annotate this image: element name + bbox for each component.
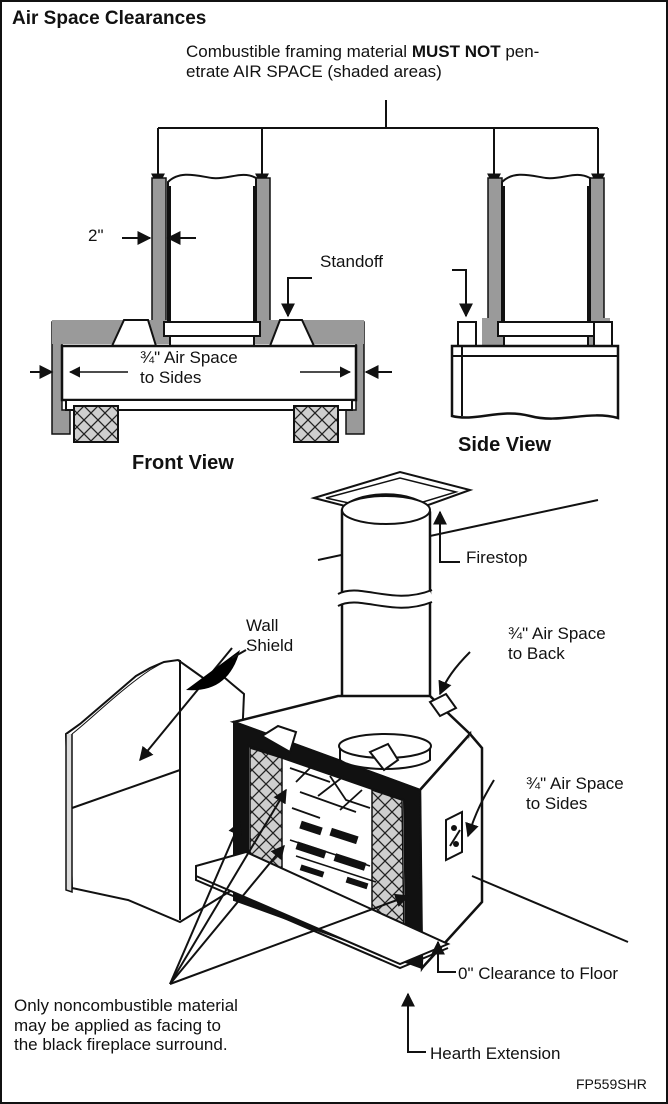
hearth-extension-label: Hearth Extension (430, 1044, 561, 1063)
wall-shield-label: Wall Shield (246, 616, 293, 655)
firestop-label: Firestop (466, 548, 528, 567)
front-view-diagram (30, 173, 392, 443)
framing-note-line-1: Combustible framing material MUST NOT pe… (186, 42, 539, 62)
air-space-sides-line-1: ¾" Air Space (526, 774, 624, 793)
framing-note-part-2: pen- (500, 42, 540, 61)
framing-note-part-1: Combustible framing material (186, 42, 412, 61)
framing-note-line-2: etrate AIR SPACE (shaded areas) (186, 61, 442, 81)
wall-shield-line-2: Shield (246, 635, 294, 655)
front-air-space-line-2: to Sides (140, 367, 202, 387)
facing-note-line-2: may be applied as facing to (14, 1015, 221, 1035)
side-view-diagram (450, 173, 620, 420)
dimension-2in-label: 2" (88, 226, 104, 245)
facing-note-line-3: the black fireplace surround. (14, 1035, 228, 1055)
front-air-space-line-1: ¾" Air Space (140, 348, 238, 367)
standoff-label: Standoff (320, 252, 384, 271)
air-space-back-label: ¾" Air Space to Back (508, 624, 606, 663)
diagram-title: Air Space Clearances (12, 8, 207, 29)
framing-note-emphasis: MUST NOT (411, 42, 501, 61)
facing-note-line-1: Only noncombustible material (14, 996, 238, 1015)
air-space-sides-label: ¾" Air Space to Sides (526, 774, 624, 813)
front-view-label: Front View (132, 452, 234, 474)
air-space-sides-line-2: to Sides (526, 793, 588, 813)
facing-note: Only noncombustible material may be appl… (14, 996, 238, 1055)
floor-clearance-label: 0" Clearance to Floor (458, 964, 619, 983)
side-view-label: Side View (458, 434, 552, 456)
air-space-callout-arrows (151, 100, 605, 188)
air-space-back-line-2: to Back (508, 643, 565, 663)
front-air-space-label: ¾" Air Space to Sides (140, 348, 238, 387)
framing-note: Combustible framing material MUST NOT pe… (186, 42, 539, 81)
wall-shield-line-1: Wall (246, 616, 279, 635)
figure-code: FP559SHR (576, 1076, 647, 1092)
air-space-back-line-1: ¾" Air Space (508, 624, 606, 643)
fireplace-isometric-diagram (64, 470, 629, 1053)
